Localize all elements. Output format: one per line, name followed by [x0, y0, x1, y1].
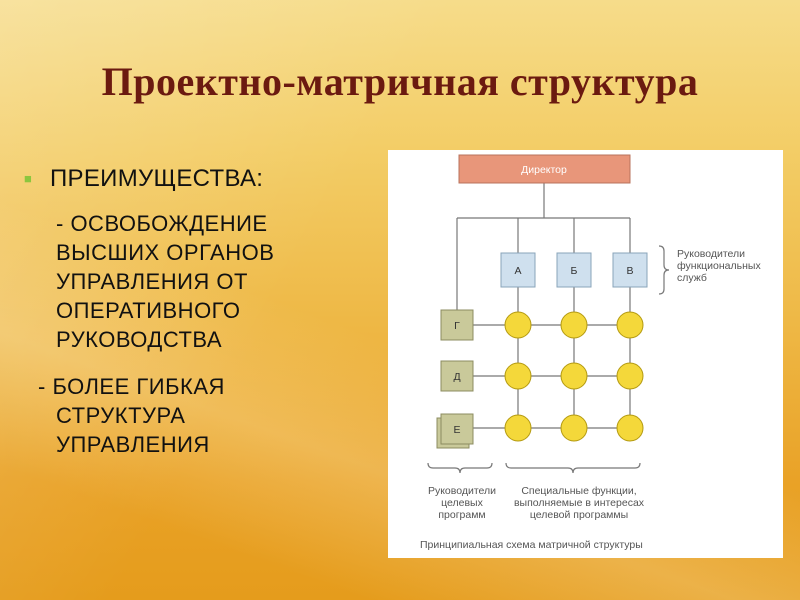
matrix-node: [560, 362, 588, 390]
program-label-d: Д: [453, 371, 460, 383]
label-line: Руководители: [427, 485, 497, 497]
program-box-e: [440, 413, 474, 445]
program-label-e: Е: [453, 424, 460, 436]
program-box-g: [440, 309, 474, 341]
text-line: - ОСВОБОЖДЕНИЕ: [56, 211, 268, 236]
matrix-node: [504, 362, 532, 390]
special-functions-brace: [505, 462, 641, 474]
bullet-header-row: ■ ПРЕИМУЩЕСТВА:: [24, 165, 263, 193]
text-line: ВЫСШИХ ОРГАНОВ: [56, 240, 275, 265]
functional-brace: [658, 245, 670, 295]
matrix-node: [560, 311, 588, 339]
label-line: выполняемые в интересах: [513, 497, 645, 509]
label-line: Специальные функции,: [521, 485, 637, 497]
slide-title: Проектно-матричная структура: [101, 59, 699, 104]
director-box: [458, 154, 631, 184]
special-functions-label: Специальные функции, выполняемые в интер…: [504, 485, 654, 521]
functional-box-b: [556, 252, 592, 288]
bullet-header: ПРЕИМУЩЕСТВА:: [50, 165, 264, 192]
matrix-node: [616, 414, 644, 442]
text-line: ОПЕРАТИВНОГО: [56, 298, 241, 323]
matrix-nodes: [504, 311, 644, 442]
program-heads-brace: [427, 462, 493, 474]
label-line: целевой программы: [529, 509, 629, 521]
square-bullet-icon: ■: [24, 171, 32, 186]
functional-box-v: [612, 252, 648, 288]
functional-label-v: В: [626, 265, 633, 277]
program-label-g: Г: [454, 320, 460, 332]
matrix-node: [504, 311, 532, 339]
matrix-diagram: Директор А Б В Г Д Е: [427, 154, 670, 474]
matrix-node: [560, 414, 588, 442]
text-line: - БОЛЕЕ ГИБКАЯ: [38, 374, 225, 399]
program-heads-label: Руководители целевых программ: [412, 485, 512, 521]
label-line: программ: [438, 509, 486, 521]
connector-lines: [456, 183, 631, 431]
text-line: УПРАВЛЕНИЯ: [56, 432, 210, 457]
matrix-node: [616, 311, 644, 339]
functional-label-b: Б: [571, 265, 578, 277]
functional-heads-label: Руководители функциональных служб: [677, 248, 783, 284]
functional-box-a: [500, 252, 536, 288]
program-box-d: [440, 360, 474, 392]
diagram-panel: Директор А Б В Г Д Е: [388, 150, 783, 558]
text-line: РУКОВОДСТВА: [56, 327, 223, 352]
text-line: УПРАВЛЕНИЯ ОТ: [56, 269, 248, 294]
label-line: Руководители: [677, 248, 746, 260]
director-label: Директор: [521, 164, 567, 176]
text-line: СТРУКТУРА: [56, 403, 186, 428]
label-line: служб: [677, 272, 707, 284]
label-line: целевых: [441, 497, 483, 509]
functional-label-a: А: [514, 265, 521, 277]
matrix-node: [504, 414, 532, 442]
diagram-caption: Принципиальная схема матричной структуры: [420, 539, 643, 551]
label-line: функциональных: [677, 260, 761, 272]
matrix-node: [616, 362, 644, 390]
